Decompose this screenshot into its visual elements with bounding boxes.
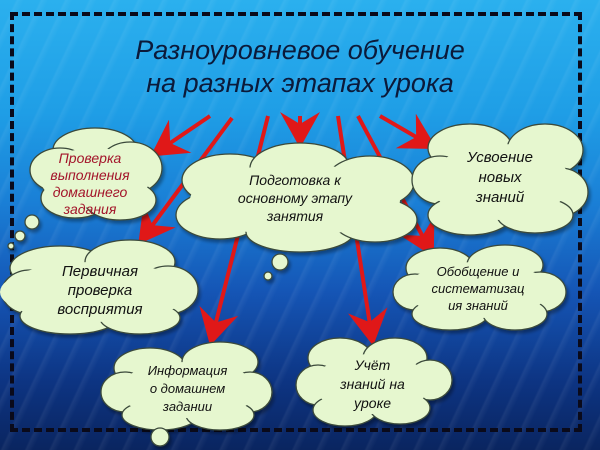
cloud-new-knowledge-text: Усвоение новых знаний [440, 148, 560, 208]
cloud-primary-check-text: Первичная проверка восприятия [35, 262, 165, 319]
cloud-line: ия знаний [448, 298, 508, 313]
cloud-line: Информация [147, 363, 228, 378]
arrow-to-new-knowledge [378, 113, 437, 150]
cloud-line: восприятия [57, 301, 143, 318]
cloud-line: систематизац [431, 281, 525, 296]
cloud-line: Учёт [354, 357, 391, 373]
cloud-knowledge-account [295, 337, 453, 427]
cloud-line: Первичная [61, 263, 139, 280]
cloud-line: выполнения [50, 167, 130, 183]
cloud-primary-check [0, 239, 199, 335]
cloud-generalization-text: Обобщение и систематизац ия знаний [418, 263, 538, 314]
cloud-homework-check-text: Проверка выполнения домашнего задания [30, 150, 150, 218]
cloud-line: Подготовка к [249, 172, 341, 188]
cloud-line: Проверка [58, 150, 122, 166]
cloud-line: Усвоение [467, 149, 533, 166]
cloud-preparation [175, 142, 418, 281]
dashed-frame [10, 12, 582, 432]
cloud-line: о домашнем [149, 381, 226, 396]
title-line-2: на разных этапах урока [146, 68, 454, 98]
cloud-line: занятия [266, 208, 324, 224]
title-line-1: Разноуровневое обучение [135, 35, 465, 65]
cloud-line: уроке [354, 395, 391, 411]
cloud-line: проверка [67, 282, 133, 299]
cloud-homework-check [7, 127, 163, 250]
cloud-line: Обобщение и [436, 264, 520, 279]
cloud-preparation-text: Подготовка к основному этапу занятия [210, 171, 380, 225]
cloud-line: знаний на [340, 376, 405, 392]
cloud-line: основному этапу [237, 190, 353, 206]
cloud-line: домашнего [52, 184, 128, 200]
cloud-generalization [392, 244, 567, 331]
cloud-line: задания [63, 201, 117, 217]
cloud-line: новых [478, 169, 522, 186]
cloud-line: знаний [475, 189, 525, 206]
arrow-to-homework-check [150, 114, 212, 157]
cloud-homework-info-text: Информация о домашнем задании [125, 362, 250, 416]
cloud-new-knowledge [411, 123, 589, 236]
cloud-line: задании [162, 399, 213, 414]
cloud-homework-info [100, 341, 273, 447]
cloud-knowledge-account-text: Учёт знаний на уроке [320, 356, 425, 413]
slide-title: Разноуровневое обучение на разных этапах… [0, 34, 600, 100]
